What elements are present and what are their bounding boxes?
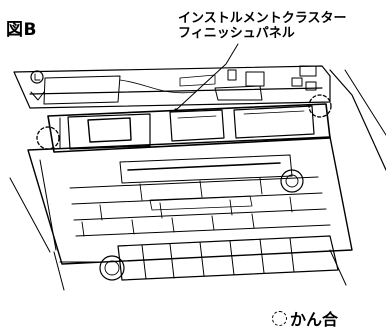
right-knob	[280, 169, 304, 193]
cd-slot	[127, 162, 281, 171]
console-housing	[27, 136, 353, 265]
right-opening	[233, 105, 315, 139]
legend: かん合	[272, 306, 338, 330]
engagement-point-right	[308, 94, 332, 118]
center-opening	[169, 109, 225, 142]
part-callout-label: インストルメントクラスター フィニッシュパネル	[178, 11, 346, 41]
dashboard-right-edge	[329, 69, 386, 171]
callout-line-1: インストルメントクラスター	[178, 11, 347, 26]
dashed-circle-icon	[272, 310, 287, 326]
upper-housing	[13, 65, 331, 109]
left-vent-opening	[67, 113, 151, 150]
clip-icon	[30, 70, 44, 84]
callout-line-2: フィニッシュパネル	[178, 26, 295, 41]
left-knob	[99, 255, 125, 281]
figure-label: 図B	[6, 20, 37, 40]
engagement-point-left	[36, 126, 60, 150]
callout-leader	[175, 43, 239, 111]
legend-text: かん合	[290, 310, 339, 329]
